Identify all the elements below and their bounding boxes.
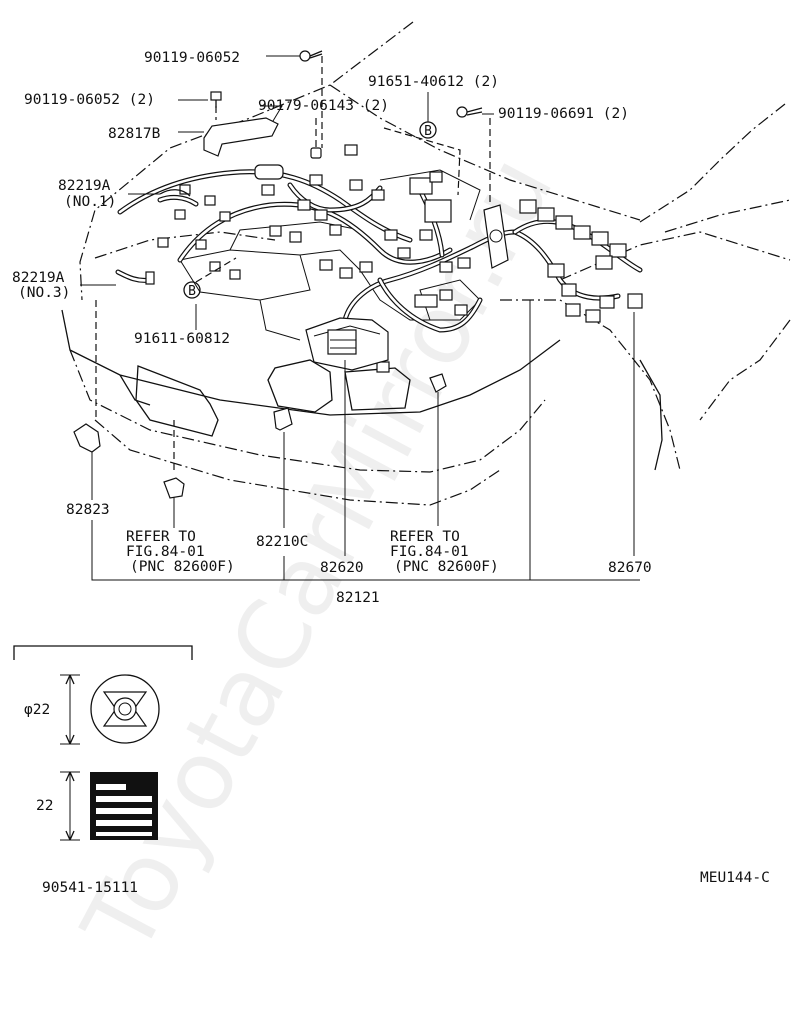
label-grommet: 82823 (66, 502, 110, 518)
small-parts (73, 50, 483, 499)
connector-82210c-icon (273, 407, 293, 431)
label-refer-right-1: REFER TO (390, 529, 460, 545)
harness-connectors (145, 144, 643, 373)
detail-part-number: 90541-15111 (42, 880, 138, 896)
relay-block-82620 (305, 317, 389, 371)
label-clip-91611: 91611-60812 (134, 331, 230, 347)
label-82670: 82670 (608, 560, 652, 576)
grommet-82823-icon (73, 423, 101, 453)
label-82620: 82620 (320, 560, 364, 576)
marker-b-left: B (183, 281, 201, 299)
label-refer-left-2: FIG.84-01 (126, 544, 205, 560)
svg-text:B: B (188, 284, 196, 299)
bolt-top-icon (299, 50, 323, 62)
clip-left-icon (163, 477, 185, 499)
main-harness (115, 169, 643, 333)
svg-text:B: B (424, 124, 432, 139)
label-refer-left-1: REFER TO (126, 529, 196, 545)
label-bolt-right: 90119-06691 (2) (498, 106, 629, 122)
diagram-code: MEU144-C (700, 870, 770, 886)
label-clip-91651: 91651-40612 (2) (368, 74, 499, 90)
marker-b-right: B (419, 121, 437, 139)
clip-right-icon (429, 373, 447, 393)
clamp-icon (310, 147, 322, 159)
label-refer-right-3: (PNC 82600F) (394, 559, 499, 575)
grommet-side-view-icon (90, 772, 158, 840)
bracket-82817b-icon (203, 117, 279, 157)
label-relay-no3-sub: (NO.3) (18, 285, 70, 301)
bolt-right-icon (456, 106, 483, 118)
label-relay-no3: 82219A (12, 270, 65, 286)
label-relay-no1: 82219A (58, 178, 111, 194)
label-relay-no1-sub: (NO.1) (64, 194, 116, 210)
label-refer-left-3: (PNC 82600F) (130, 559, 235, 575)
label-bolt-left: 90119-06052 (2) (24, 92, 155, 108)
leader-lines (80, 55, 640, 581)
label-bolt-top: 90119-06052 (144, 50, 240, 66)
label-82210c: 82210C (256, 534, 308, 550)
label-bracket: 82817B (108, 126, 161, 142)
label-refer-right-2: FIG.84-01 (390, 544, 469, 560)
detail-inset: φ22 22 90541-15111 (13, 645, 193, 896)
vehicle-body-outline (61, 21, 791, 506)
label-clamp: 90179-06143 (2) (258, 98, 389, 114)
bolt-left-icon (210, 91, 222, 108)
callout-labels: 90119-06052 90119-06052 (2) 82817B 90179… (12, 50, 652, 606)
detail-diameter-label: φ22 (24, 702, 50, 718)
grommet-top-view-icon (90, 674, 160, 744)
label-82121: 82121 (336, 590, 380, 606)
detail-height-label: 22 (36, 798, 53, 814)
